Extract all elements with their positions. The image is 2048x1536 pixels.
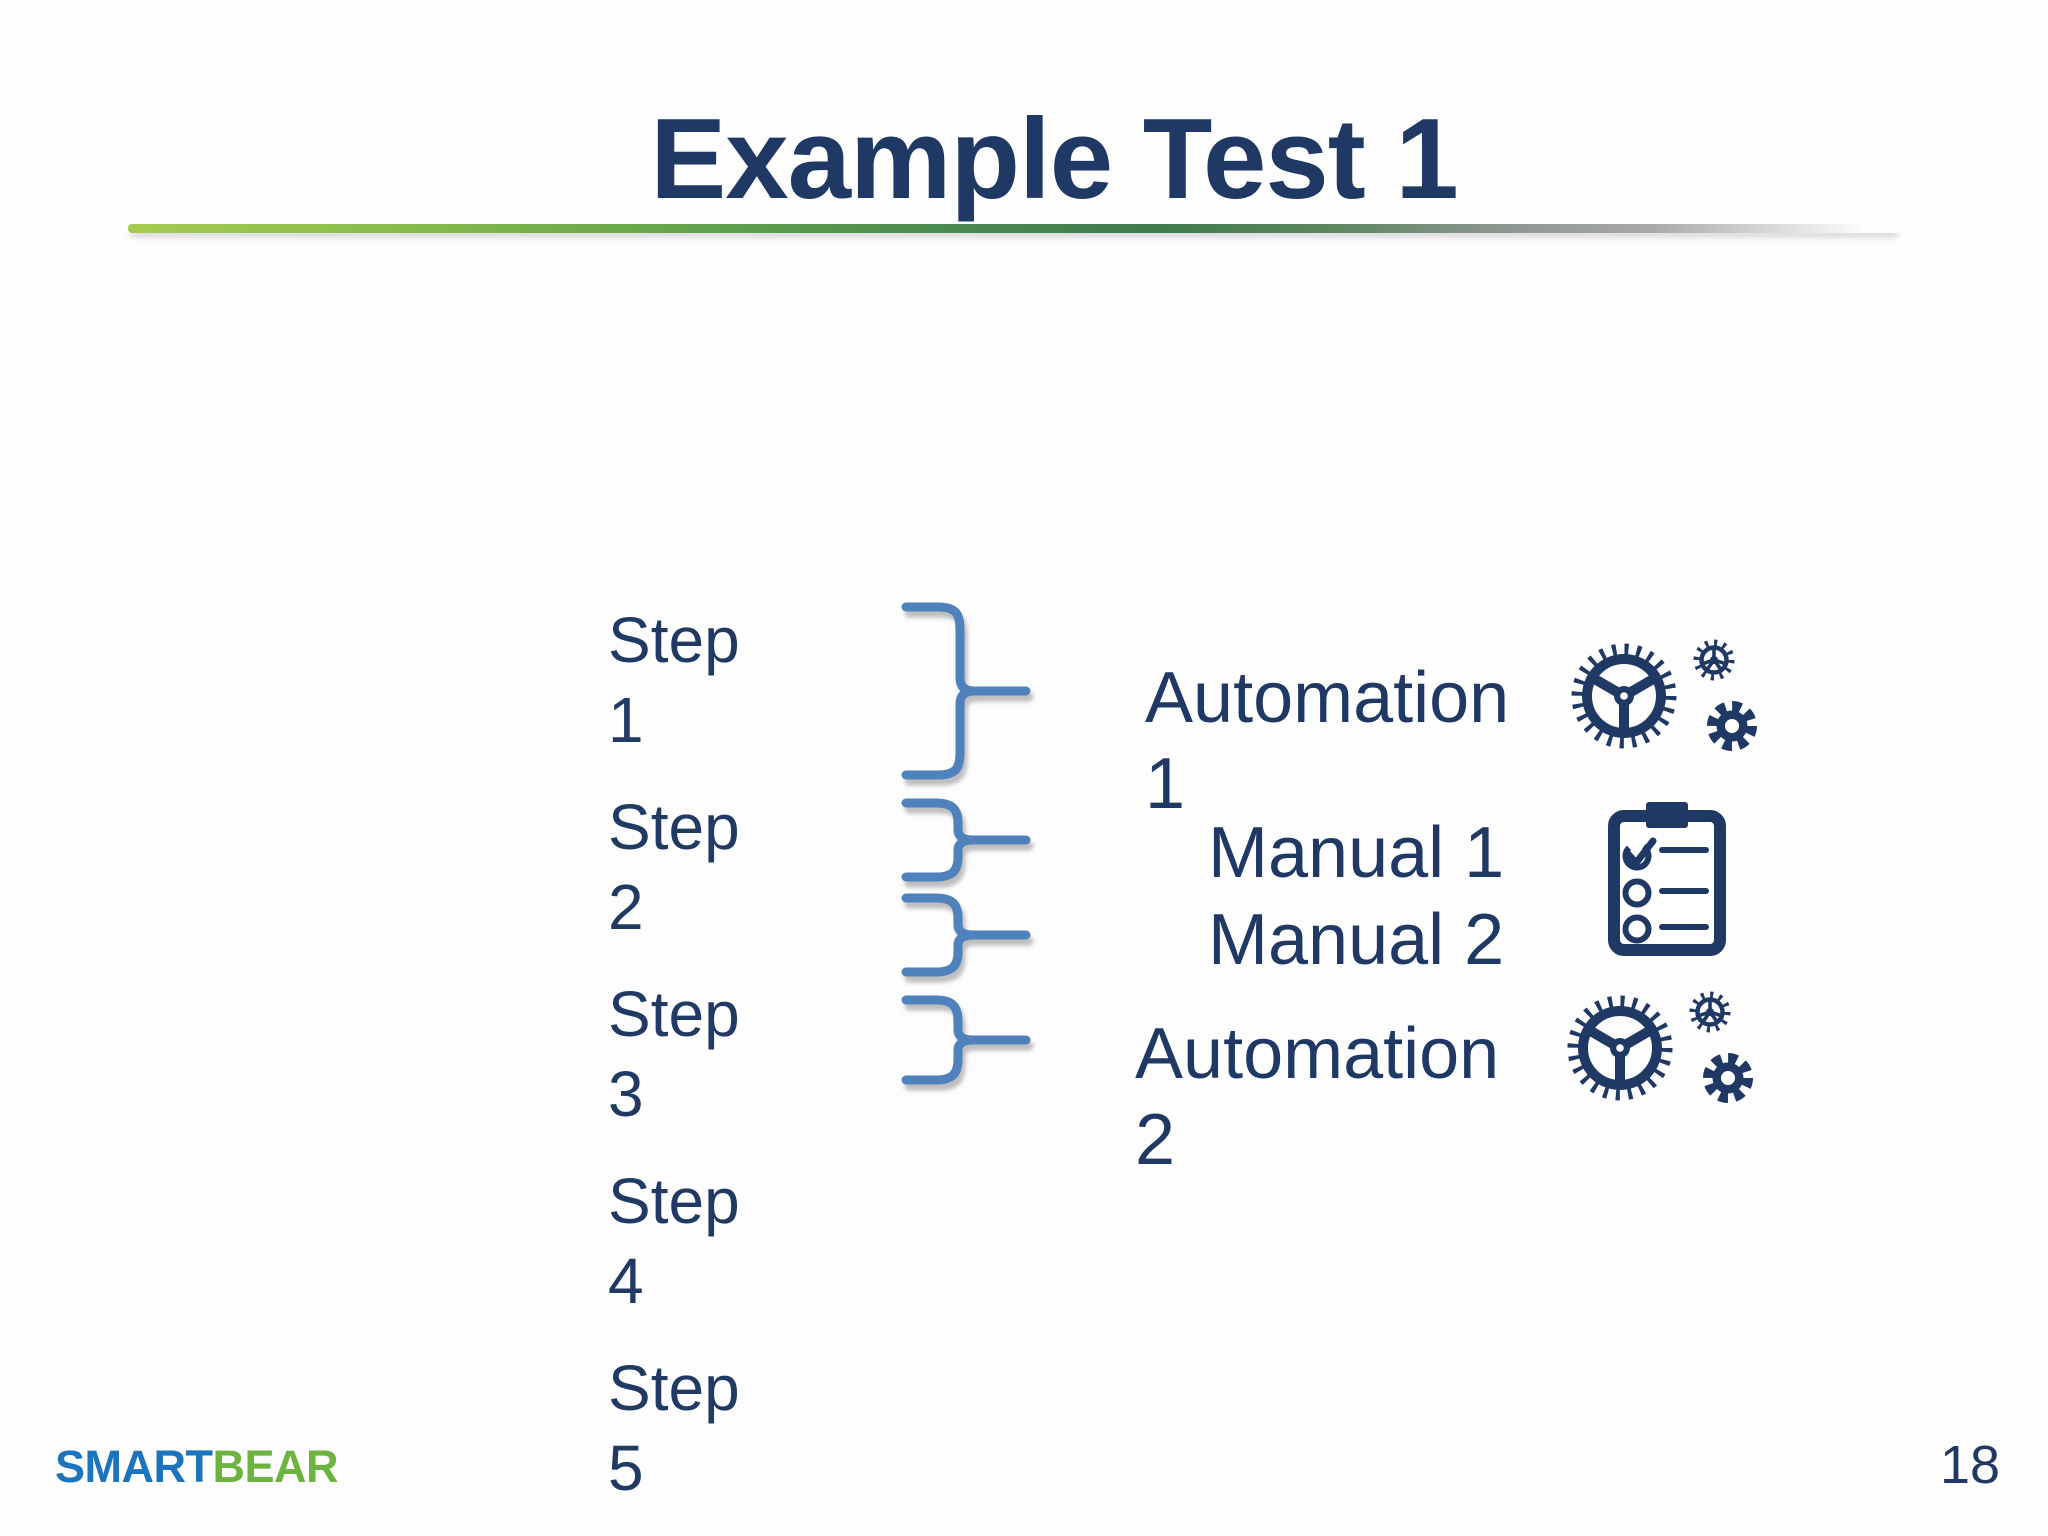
brace-group-4	[901, 995, 1031, 1085]
step-item-2: Step 2	[608, 791, 740, 943]
gears-icon	[1567, 991, 1753, 1103]
slide-title: Example Test 1	[650, 96, 1459, 223]
mapping-label-automation-2: Automation 2	[1135, 1014, 1500, 1180]
logo-smart-text: SMART	[55, 1441, 213, 1492]
mapping-label-manual-2: Manual 2	[1208, 900, 1505, 980]
step-item-1: Step 1	[608, 604, 740, 756]
mapping-label-automation-1: Automation 1	[1145, 658, 1510, 824]
title-underline-rule	[128, 224, 1900, 233]
brace-group-1	[901, 602, 1031, 780]
mapping-label-manual-1: Manual 1	[1208, 813, 1505, 893]
step-item-3: Step 3	[608, 978, 740, 1130]
gears-icon	[1571, 639, 1757, 751]
brace-group-3	[901, 893, 1031, 977]
smartbear-logo: SMARTBEAR	[55, 1442, 338, 1492]
step-item-5: Step 5	[608, 1352, 740, 1504]
step-item-4: Step 4	[608, 1165, 740, 1317]
clipboard-checklist-icon	[1608, 802, 1726, 956]
logo-bear-text: BEAR	[212, 1441, 338, 1492]
slide-page-number: 18	[1939, 1435, 2001, 1495]
brace-group-2	[901, 798, 1031, 882]
steps-column: Step 1 Step 2 Step 3 Step 4 Step 5	[608, 600, 808, 1535]
